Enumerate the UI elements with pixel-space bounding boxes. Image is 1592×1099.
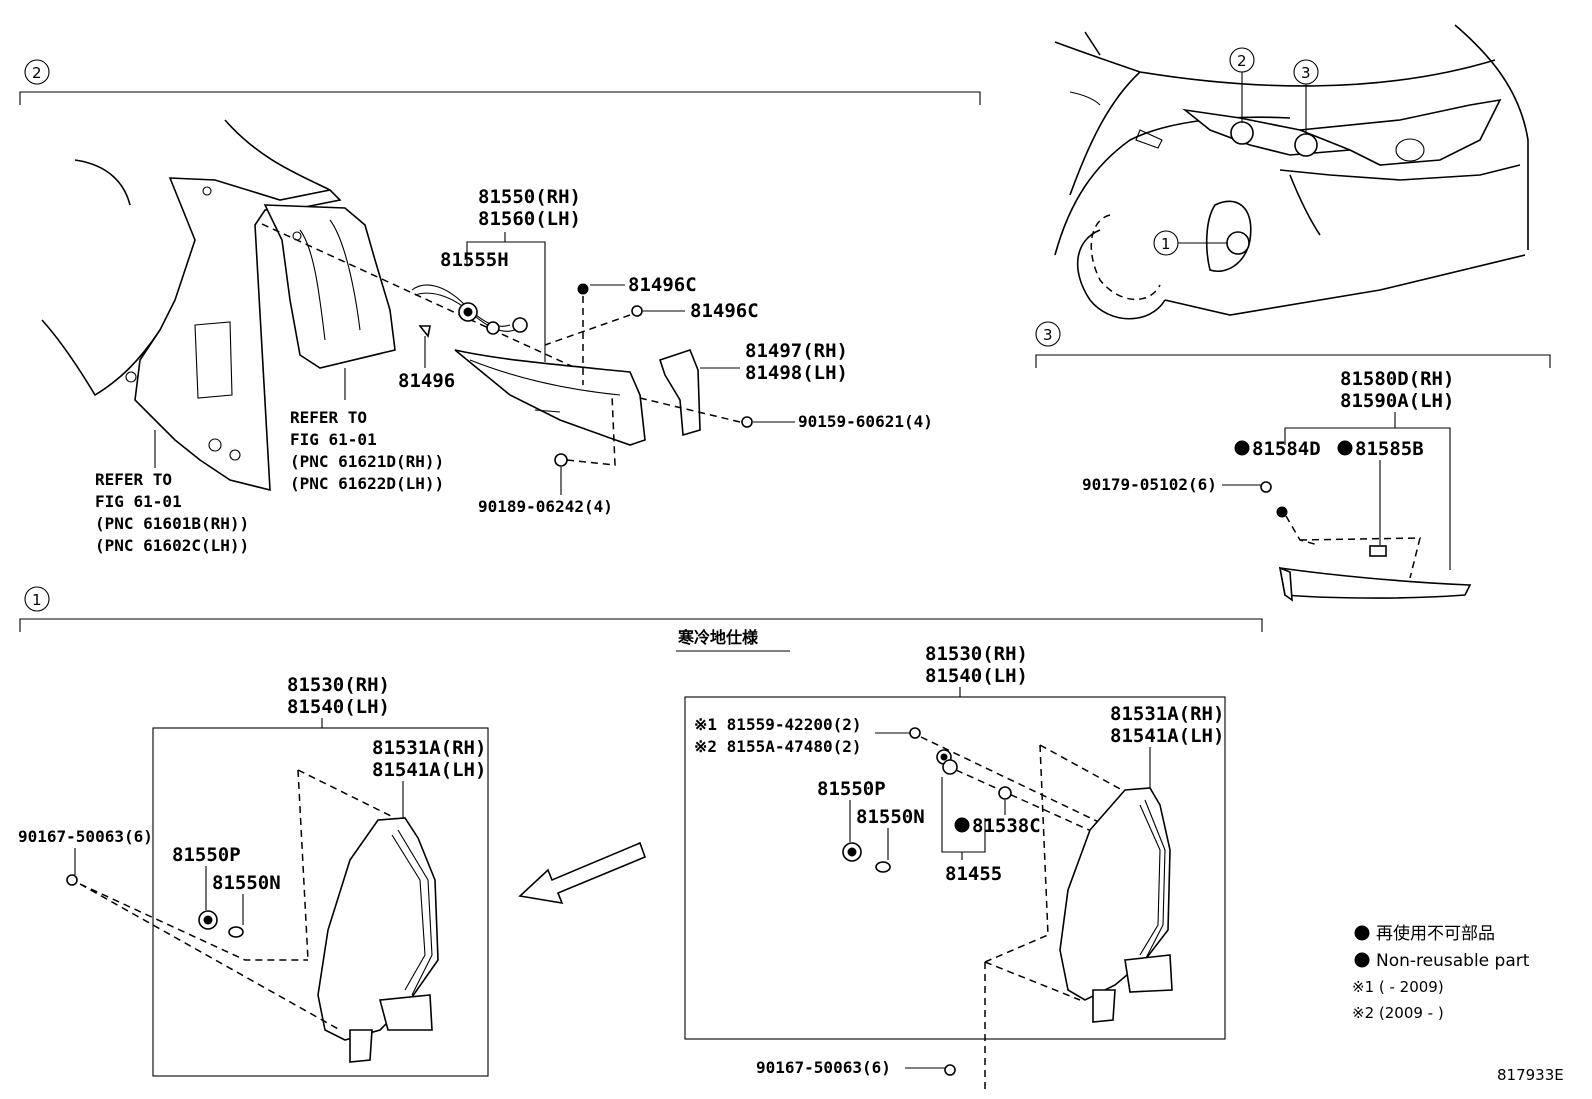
section-2-bracket (19, 91, 981, 105)
section-1-callout: 1 (32, 591, 42, 609)
section-3: 3 81580D(RH) 81590A(LH) 81584D 81585B 90… (1035, 321, 1551, 602)
part-90167-left: 90167-50063(6) (18, 827, 153, 846)
part-81496: 81496 (398, 370, 455, 392)
clip-81585b-icon (1369, 545, 1387, 557)
part-81550n-left: 81550N (212, 872, 281, 894)
screw-90167-cold-icon (944, 1064, 956, 1076)
clip-81496-icon (418, 325, 431, 338)
part-90167-cold: 90167-50063(6) (756, 1058, 891, 1077)
part-81530-rh-cold: 81530(RH) (925, 643, 1028, 665)
car-callout-2-marker (1230, 121, 1254, 145)
svg-text:(PNC 61622D(LH)): (PNC 61622D(LH)) (290, 474, 444, 493)
part-81550n-cold: 81550N (856, 806, 925, 828)
part-81555h: 81555H (440, 249, 509, 271)
part-90189: 90189-06242(4) (478, 497, 613, 516)
legend-en: Non-reusable part (1376, 951, 1530, 971)
fog-lamp-left-illustration (317, 817, 439, 1063)
car-callout-1-marker (1226, 231, 1250, 255)
section-1-left-group: 81530(RH) 81540(LH) 81531A(RH) 81541A(LH… (18, 674, 489, 1077)
screw-90189-icon (554, 453, 568, 467)
car-callout-1: 1 (1161, 235, 1171, 253)
reflector-81580d-illustration (1278, 566, 1472, 602)
car-callout-2: 2 (1237, 52, 1247, 70)
refer-note-right: REFER TO FIG 61-01 (PNC 61621D(RH)) (PNC… (290, 408, 444, 493)
bracket-81497-illustration (658, 349, 701, 437)
gasket-81550n-cold-icon (875, 861, 891, 873)
figure-id: 817933E (1497, 1066, 1564, 1084)
clip-81496c-b-icon (631, 305, 643, 317)
refer-note-left: REFER TO FIG 61-01 (PNC 61601B(RH)) (PNC… (95, 470, 249, 555)
part-81541a-lh-cold: 81541A(LH) (1110, 725, 1224, 747)
vehicle-rear-view: 2 3 1 (1054, 24, 1529, 320)
part-81538c: 81538C (972, 815, 1041, 837)
part-81584d: 81584D (1252, 438, 1321, 460)
legend-note-1: ※1 ( - 2009) (1352, 978, 1444, 996)
inner-panel-illustration (263, 204, 396, 369)
non-reusable-marker (954, 817, 970, 833)
non-reusable-marker (1337, 440, 1353, 456)
part-81540-lh: 81540(LH) (287, 696, 390, 718)
section-3-callout: 3 (1043, 326, 1053, 344)
part-81541a-lh: 81541A(LH) (372, 759, 486, 781)
direction-arrow (518, 841, 647, 905)
part-81550p-cold: 81550P (817, 778, 886, 800)
note-2-part: ※2 8155A-47480(2) (694, 737, 862, 756)
svg-text:(PNC 61602C(LH)): (PNC 61602C(LH)) (95, 536, 249, 555)
legend: 再使用不可部品 Non-reusable part ※1 ( - 2009) ※… (1352, 923, 1530, 1022)
svg-text:REFER TO: REFER TO (95, 470, 172, 489)
legend-note-2: ※2 (2009 - ) (1352, 1004, 1444, 1022)
section-2-callout: 2 (32, 64, 42, 82)
part-81498-lh: 81498(LH) (745, 362, 848, 384)
screw-90167-left-icon (66, 874, 78, 886)
clip-81584d-icon (1276, 506, 1288, 518)
part-81531a-rh: 81531A(RH) (372, 737, 486, 759)
part-81540-lh-cold: 81540(LH) (925, 665, 1028, 687)
clip-81538c-icon (998, 786, 1012, 800)
legend-marker-jp (1354, 925, 1370, 941)
socket-wire-illustration (411, 284, 528, 335)
car-callout-3: 3 (1301, 64, 1311, 82)
svg-text:FIG 61-01: FIG 61-01 (290, 430, 377, 449)
socket-81455-illustration (936, 749, 958, 775)
assembly-box-left (152, 727, 489, 1077)
part-81590a-lh: 81590A(LH) (1340, 390, 1454, 412)
part-90179: 90179-05102(6) (1082, 475, 1217, 494)
section-2: 2 REFER TO FIG 61-01 (PNC 61601B(R (19, 59, 981, 555)
part-90159: 90159-60621(4) (798, 412, 933, 431)
gasket-81550n-left-icon (228, 926, 244, 938)
screw-90179-icon (1260, 481, 1272, 493)
part-81580d-rh: 81580D(RH) (1340, 368, 1454, 390)
part-81550-rh: 81550(RH) (478, 186, 581, 208)
legend-jp: 再使用不可部品 (1376, 923, 1495, 944)
part-81497-rh: 81497(RH) (745, 340, 848, 362)
part-81496c-b: 81496C (690, 300, 759, 322)
part-81560-lh: 81560(LH) (478, 208, 581, 230)
svg-text:(PNC 61621D(RH)): (PNC 61621D(RH)) (290, 452, 444, 471)
part-81496c-a: 81496C (628, 274, 697, 296)
quarter-panel-illustration (41, 119, 342, 492)
legend-marker-en (1354, 952, 1370, 968)
part-81530-rh: 81530(RH) (287, 674, 390, 696)
assembly-box-right (684, 696, 1226, 1040)
svg-text:FIG 61-01: FIG 61-01 (95, 492, 182, 511)
section-1-right-group: 81530(RH) 81540(LH) 81531A(RH) 81541A(LH… (684, 643, 1226, 1090)
part-81550p-left: 81550P (172, 844, 241, 866)
fog-lamp-right-illustration (1059, 787, 1173, 1023)
screw-81559-icon (909, 727, 921, 739)
svg-text:REFER TO: REFER TO (290, 408, 367, 427)
cold-area-spec-title: 寒冷地仕様 (677, 628, 759, 647)
note-1-part: ※1 81559-42200(2) (694, 715, 862, 734)
section-2-callout-circle (24, 59, 50, 85)
non-reusable-marker (1234, 440, 1250, 456)
part-81455: 81455 (945, 863, 1002, 885)
part-81585b: 81585B (1355, 438, 1424, 460)
screw-90159-icon (741, 416, 753, 428)
svg-text:(PNC 61601B(RH)): (PNC 61601B(RH)) (95, 514, 249, 533)
section-1: 1 寒冷地仕様 81530(RH) 81540(LH) 81531A(RH) 8… (18, 586, 1263, 1090)
car-callout-3-marker (1294, 133, 1318, 157)
part-81531a-rh-cold: 81531A(RH) (1110, 703, 1224, 725)
tail-lamp-illustration (454, 349, 646, 446)
clip-81496c-a-icon (577, 283, 589, 295)
